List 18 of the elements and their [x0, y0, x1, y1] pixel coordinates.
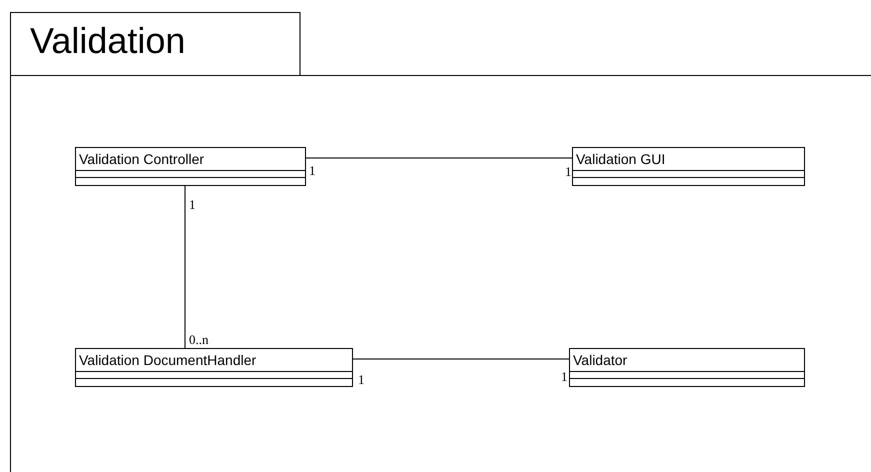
package-frame [10, 12, 871, 472]
association-line [184, 186, 186, 348]
class-box [569, 348, 805, 387]
multiplicity-label: 1 [358, 373, 364, 387]
class-box [75, 348, 353, 387]
multiplicity-label: 1 [561, 370, 568, 384]
class-name: Validation GUI [573, 148, 804, 171]
multiplicity-label: 1 [565, 165, 572, 179]
association-line [352, 358, 570, 360]
class-name: Validation DocumentHandler [76, 349, 352, 372]
multiplicity-label: 1 [309, 164, 316, 178]
class-box [75, 147, 306, 186]
package-title: Validation [30, 19, 186, 63]
class-box [572, 147, 805, 186]
multiplicity-label: 0..n [189, 333, 208, 347]
class-name: Validator [570, 349, 804, 372]
class-name: Validation Controller [76, 148, 305, 171]
multiplicity-label: 1 [189, 198, 196, 212]
